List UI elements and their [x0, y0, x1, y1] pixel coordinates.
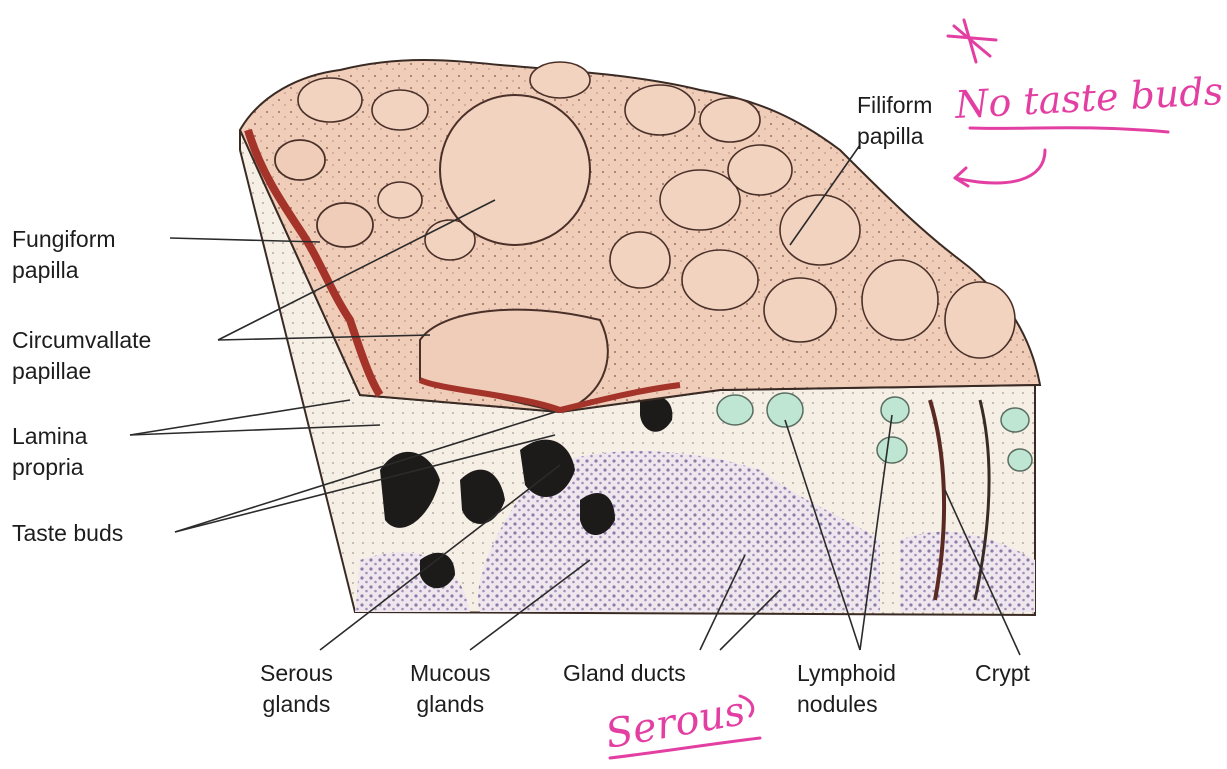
- label-serous-line1: Serous: [260, 658, 333, 689]
- label-filiform-papilla: Filiform papilla: [857, 90, 932, 152]
- label-crypt: Crypt: [975, 658, 1030, 689]
- label-gland-ducts: Gland ducts: [563, 658, 686, 689]
- label-fungiform-line2: papilla: [12, 255, 116, 286]
- label-serous-line2: glands: [260, 689, 333, 720]
- label-serous-glands: Serous glands: [260, 658, 333, 720]
- label-lymphoid-line2: nodules: [797, 689, 896, 720]
- circumvallate-papilla-shape: [440, 95, 590, 245]
- label-fungiform-line1: Fungiform: [12, 224, 116, 255]
- arrow-curve: [955, 150, 1045, 183]
- label-gland-ducts-text: Gland ducts: [563, 658, 686, 689]
- label-lamina-line1: Lamina: [12, 421, 87, 452]
- label-lamina-line2: propria: [12, 452, 87, 483]
- label-mucous-glands: Mucous glands: [410, 658, 491, 720]
- label-crypt-text: Crypt: [975, 658, 1030, 689]
- label-taste-buds: Taste buds: [12, 518, 123, 549]
- underline-no-taste-buds: [970, 128, 1168, 132]
- label-circumvallate-line1: Circumvallate: [12, 325, 151, 356]
- label-circumvallate-papillae: Circumvallate papillae: [12, 325, 151, 387]
- label-lymphoid-nodules: Lymphoid nodules: [797, 658, 896, 720]
- label-fungiform-papilla: Fungiform papilla: [12, 224, 116, 286]
- label-filiform-line2: papilla: [857, 121, 932, 152]
- label-taste-buds-text: Taste buds: [12, 518, 123, 549]
- label-mucous-line2: glands: [410, 689, 491, 720]
- label-lymphoid-line1: Lymphoid: [797, 658, 896, 689]
- label-filiform-line1: Filiform: [857, 90, 932, 121]
- arrow-head: [955, 168, 968, 186]
- label-circumvallate-line2: papillae: [12, 356, 151, 387]
- label-mucous-line1: Mucous: [410, 658, 491, 689]
- label-lamina-propria: Lamina propria: [12, 421, 87, 483]
